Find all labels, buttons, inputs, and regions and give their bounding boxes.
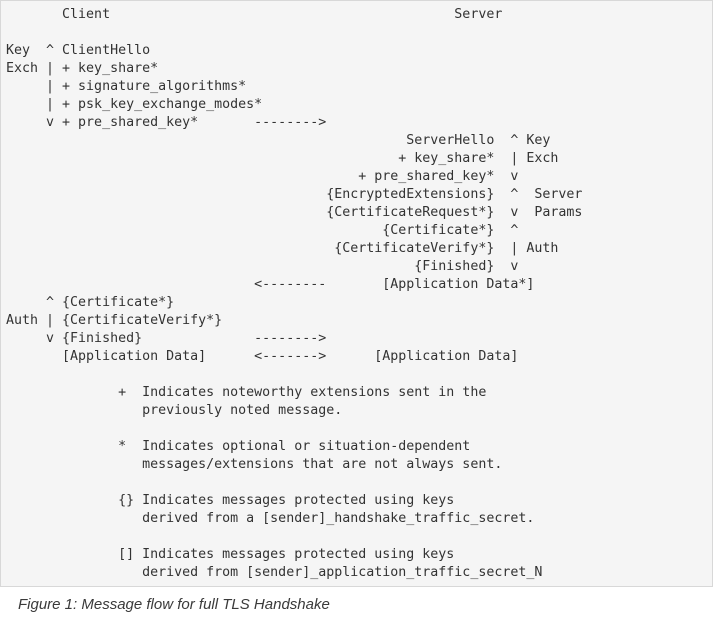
diagram-line: derived from [sender]_application_traffi… (6, 565, 543, 580)
diagram-line: previously noted message. (6, 403, 343, 418)
diagram-line: v + pre_shared_key* --------> (6, 115, 327, 130)
diagram-line: Key ^ ClientHello (6, 43, 151, 58)
diagram-line: v {Finished} --------> (6, 331, 327, 346)
diagram-line: Exch | + key_share* (6, 61, 159, 76)
diagram-line: [Application Data] <-------> [Applicatio… (6, 349, 519, 364)
diagram-line: {} Indicates messages protected using ke… (6, 493, 455, 508)
diagram-line: Client Server (6, 7, 503, 22)
diagram-line: {EncryptedExtensions} ^ Server (6, 187, 583, 202)
diagram-line: | + psk_key_exchange_modes* (6, 97, 263, 112)
diagram-line: {CertificateVerify*} | Auth (6, 241, 559, 256)
figure-caption: Figure 1: Message flow for full TLS Hand… (18, 596, 330, 613)
diagram-line: + key_share* | Exch (6, 151, 559, 166)
diagram-line: ^ {Certificate*} (6, 295, 175, 310)
diagram-line: * Indicates optional or situation-depend… (6, 439, 471, 454)
diagram-line: Auth | {CertificateVerify*} (6, 313, 223, 328)
diagram-line: | + signature_algorithms* (6, 79, 247, 94)
diagram-line: {Certificate*} ^ (6, 223, 519, 238)
diagram-line: {CertificateRequest*} v Params (6, 205, 583, 220)
diagram-line: [] Indicates messages protected using ke… (6, 547, 455, 562)
diagram-line: messages/extensions that are not always … (6, 457, 503, 472)
diagram-line: <-------- [Application Data*] (6, 277, 535, 292)
diagram-line: ServerHello ^ Key (6, 133, 551, 148)
diagram-line: + Indicates noteworthy extensions sent i… (6, 385, 487, 400)
handshake-diagram: Client Server Key ^ ClientHello Exch | +… (6, 6, 582, 582)
diagram-line: {Finished} v (6, 259, 519, 274)
figure-box: Client Server Key ^ ClientHello Exch | +… (0, 0, 713, 587)
diagram-line: + pre_shared_key* v (6, 169, 519, 184)
diagram-line: derived from a [sender]_handshake_traffi… (6, 511, 535, 526)
